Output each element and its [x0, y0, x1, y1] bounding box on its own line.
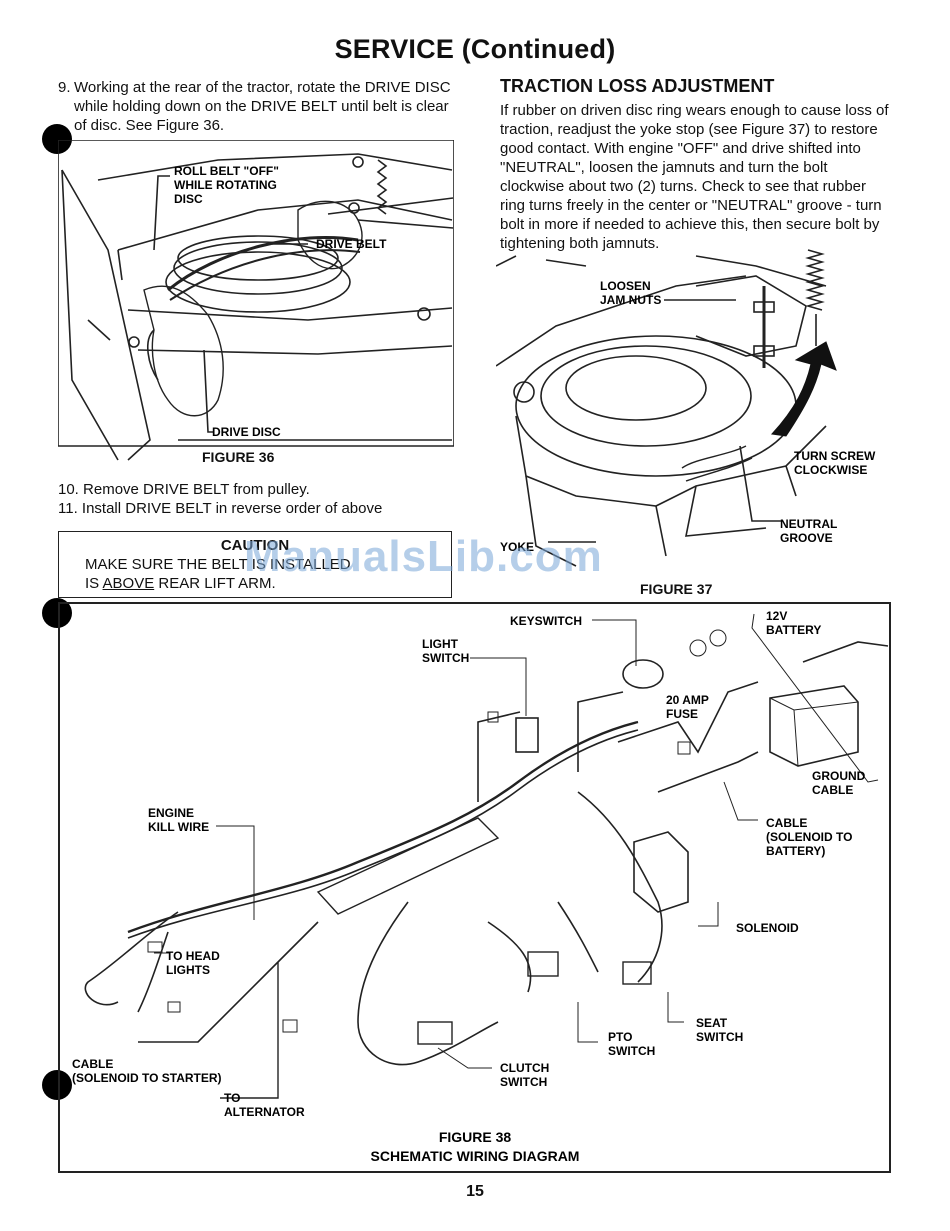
- fig38-cable-starter-1: CABLE: [72, 1057, 113, 1071]
- steps-10-11: 10. Remove DRIVE BELT from pulley. 11. I…: [58, 480, 382, 518]
- caution-line-2: IS ABOVE REAR LIFT ARM.: [85, 574, 351, 593]
- fig38-fuse-2: FUSE: [666, 707, 698, 721]
- traction-paragraph: If rubber on driven disc ring wears enou…: [500, 102, 889, 252]
- figure-36-caption: FIGURE 36: [202, 449, 275, 465]
- fig36-label-drive-belt: DRIVE BELT: [316, 237, 387, 251]
- fig38-clutch-switch-1: CLUTCH: [500, 1061, 549, 1075]
- caution-line-1: MAKE SURE THE BELT IS INSTALLED: [85, 556, 351, 573]
- fig37-label-loosen-1: LOOSEN: [600, 279, 651, 293]
- fig38-battery-1: 12V: [766, 609, 787, 623]
- fig37-label-neutral-2: GROOVE: [780, 531, 833, 545]
- fig37-label-turn-screw-2: CLOCKWISE: [794, 463, 867, 477]
- fig38-seat-switch-2: SWITCH: [696, 1030, 743, 1044]
- caution-box: CAUTION MAKE SURE THE BELT IS INSTALLED …: [58, 531, 452, 598]
- fig38-cable-battery-3: BATTERY): [766, 844, 825, 858]
- fig38-cable-battery-1: CABLE: [766, 816, 807, 830]
- fig37-label-loosen-2: JAM NUTS: [600, 293, 661, 307]
- fig38-head-lights-1: TO HEAD: [166, 949, 220, 963]
- traction-heading: TRACTION LOSS ADJUSTMENT: [500, 76, 775, 96]
- fig38-battery-2: BATTERY: [766, 623, 821, 637]
- caution-line-2-prefix: IS: [85, 575, 103, 592]
- fig38-ground-cable-1: GROUND: [812, 769, 866, 783]
- page-number: 15: [466, 1183, 484, 1200]
- fig38-light-switch-1: LIGHT: [422, 637, 459, 651]
- figure-38-caption: FIGURE 38: [439, 1129, 512, 1145]
- fig38-ground-cable-2: CABLE: [812, 783, 853, 797]
- caution-line-2-underlined: ABOVE: [102, 575, 155, 592]
- step-9-text: Working at the rear of the tractor, rota…: [74, 79, 451, 134]
- fig38-pto-switch-2: SWITCH: [608, 1044, 655, 1058]
- fig38-engine-kill-1: ENGINE: [148, 806, 194, 820]
- fig38-light-switch-2: SWITCH: [422, 651, 469, 665]
- fig38-head-lights-2: LIGHTS: [166, 963, 210, 977]
- binder-hole-bottom: [42, 1070, 72, 1100]
- caution-text: MAKE SURE THE BELT IS INSTALLED IS ABOVE…: [85, 555, 351, 593]
- fig38-engine-kill-2: KILL WIRE: [148, 820, 209, 834]
- fig36-label-roll-belt-3: DISC: [174, 192, 203, 206]
- fig37-label-neutral-1: NEUTRAL: [780, 517, 837, 531]
- step-9: 9. Working at the rear of the tractor, r…: [58, 78, 458, 135]
- fig38-seat-switch-1: SEAT: [696, 1016, 728, 1030]
- watermark: ManualsLib.com: [244, 532, 603, 581]
- fig38-fuse-1: 20 AMP: [666, 693, 709, 707]
- step-11: 11. Install DRIVE BELT in reverse order …: [58, 500, 383, 517]
- binder-hole-top: [42, 124, 72, 154]
- figure-36: ROLL BELT "OFF" WHILE ROTATING DISC DRIV…: [58, 140, 454, 461]
- fig38-alternator-1: TO: [224, 1091, 240, 1105]
- fig38-cable-battery-2: (SOLENOID TO: [766, 830, 852, 844]
- figure-37-caption: FIGURE 37: [640, 581, 713, 597]
- fig38-clutch-switch-2: SWITCH: [500, 1075, 547, 1089]
- fig37-label-turn-screw-1: TURN SCREW: [794, 449, 876, 463]
- fig36-label-drive-disc: DRIVE DISC: [212, 425, 281, 439]
- step-10: 10. Remove DRIVE BELT from pulley.: [58, 481, 310, 498]
- page-title: SERVICE (Continued): [334, 34, 616, 64]
- fig38-cable-starter-2: (SOLENOID TO STARTER): [72, 1071, 222, 1085]
- caution-title: CAUTION: [220, 537, 290, 554]
- fig38-keyswitch: KEYSWITCH: [510, 614, 582, 628]
- figure-38-subtitle: SCHEMATIC WIRING DIAGRAM: [371, 1148, 580, 1164]
- fig38-solenoid: SOLENOID: [736, 921, 799, 935]
- figure-37: LOOSEN JAM NUTS TURN SCREW CLOCKWISE NEU…: [496, 249, 876, 567]
- fig37-label-yoke: YOKE: [500, 540, 534, 554]
- caution-line-2-suffix: REAR LIFT ARM.: [154, 575, 276, 592]
- fig36-label-roll-belt-1: ROLL BELT "OFF": [174, 164, 279, 178]
- step-9-number: 9.: [58, 79, 71, 96]
- fig36-label-roll-belt-2: WHILE ROTATING: [174, 178, 277, 192]
- fig38-pto-switch-1: PTO: [608, 1030, 632, 1044]
- fig38-alternator-2: ALTERNATOR: [224, 1105, 305, 1119]
- figure-38: KEYSWITCH LIGHT SWITCH 12V BATTERY 20 AM…: [58, 602, 891, 1173]
